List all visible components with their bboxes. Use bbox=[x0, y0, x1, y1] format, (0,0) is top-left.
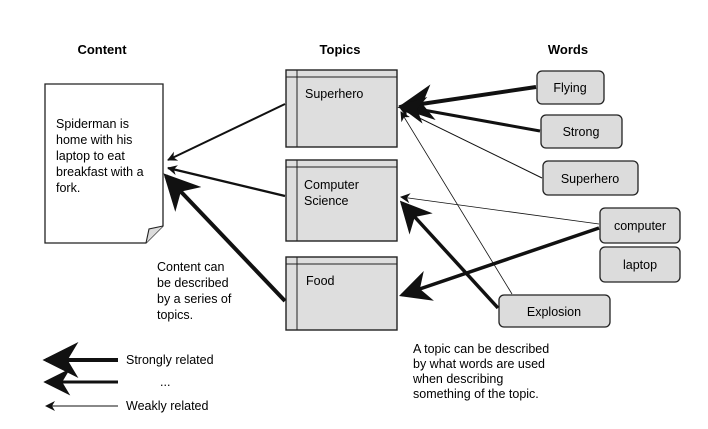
word-computer: computer bbox=[599, 207, 681, 244]
svg-text:laptop: laptop bbox=[623, 258, 657, 272]
word-superhero: Superhero bbox=[542, 160, 639, 196]
word-strong: Strong bbox=[540, 114, 623, 149]
arrow-flying-to-superhero bbox=[397, 84, 537, 121]
legend: Strongly related ... Weakly related bbox=[42, 342, 214, 413]
header-content: Content bbox=[77, 42, 127, 57]
word-laptop: laptop bbox=[599, 246, 681, 283]
svg-text:Strong: Strong bbox=[563, 125, 600, 139]
note-content: Content can be described by a series of … bbox=[157, 260, 235, 322]
arrow-food-to-content bbox=[163, 173, 287, 303]
topic-food: Food bbox=[285, 256, 398, 331]
arrow-explosion-to-superhero bbox=[400, 111, 513, 295]
arrow-superhero-to-content bbox=[167, 103, 286, 161]
legend-weak-label: Weakly related bbox=[126, 399, 208, 413]
arrow-computer-to-cs bbox=[400, 193, 600, 225]
topic-superhero-label: Superhero bbox=[305, 87, 363, 101]
arrow-computer-to-food bbox=[399, 226, 600, 301]
topic-computer-science: Computer Science bbox=[285, 159, 398, 242]
note-topic: A topic can be described by what words a… bbox=[412, 342, 553, 401]
arrow-strong-to-superhero bbox=[398, 97, 541, 133]
header-words: Words bbox=[548, 42, 588, 57]
topic-superhero: Superhero bbox=[285, 69, 398, 148]
svg-text:Explosion: Explosion bbox=[527, 305, 581, 319]
content-document: Spiderman is home with his laptop to eat… bbox=[44, 83, 164, 244]
svg-text:computer: computer bbox=[614, 219, 666, 233]
legend-strong-label: Strongly related bbox=[126, 353, 214, 367]
arrow-superhero-word-to-topic bbox=[400, 108, 543, 179]
topic-computer-science-label: Computer Science bbox=[304, 178, 362, 208]
arrow-cs-to-content bbox=[167, 165, 286, 198]
word-flying: Flying bbox=[536, 70, 605, 105]
content-text: Spiderman is home with his laptop to eat… bbox=[56, 117, 147, 195]
header-topics: Topics bbox=[320, 42, 361, 57]
svg-text:Flying: Flying bbox=[553, 81, 586, 95]
word-explosion: Explosion bbox=[498, 294, 611, 328]
legend-mid-label: ... bbox=[160, 375, 170, 389]
arrow-explosion-to-cs bbox=[399, 200, 500, 310]
svg-text:Superhero: Superhero bbox=[561, 172, 619, 186]
topic-food-label: Food bbox=[306, 274, 335, 288]
